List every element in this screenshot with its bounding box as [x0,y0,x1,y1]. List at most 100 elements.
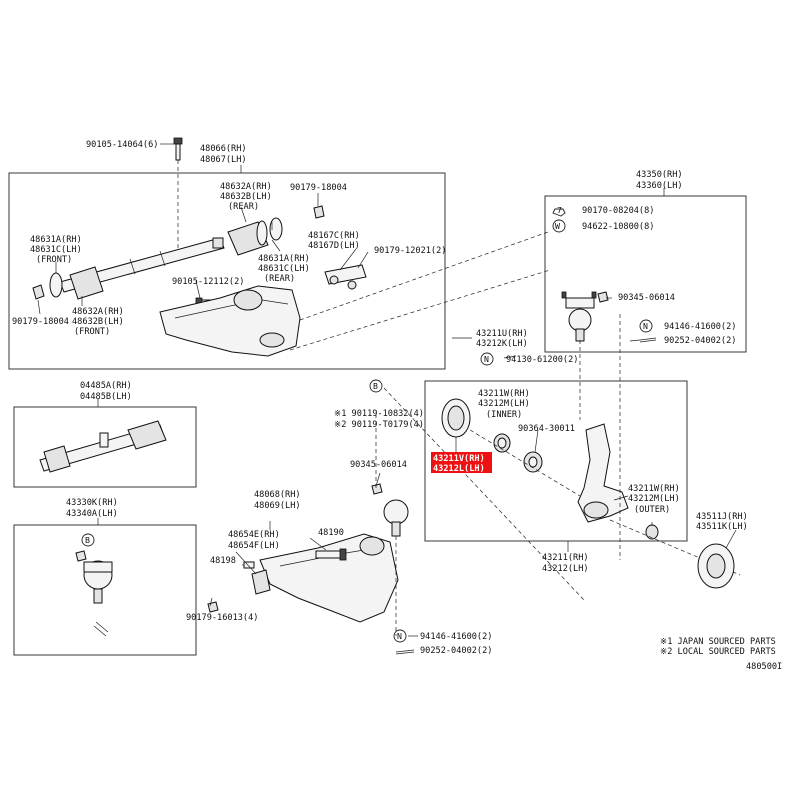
label-hub-rh: 43511J(RH) [696,512,748,522]
label-brg-inner-lh: 43212M(LH) [478,399,530,409]
label-note2: ※2 LOCAL SOURCED PARTS [660,647,776,657]
lower-ball-stud-part [371,483,409,537]
label-seal-rh: 43211V(RH) [433,454,485,464]
svg-text:B: B [85,535,90,545]
label-brg-outer-rh: 43211W(RH) [628,484,680,494]
label-outer: (OUTER) [634,505,670,515]
upper-ball-joint-box [544,195,747,353]
label-brg-outer-lh: 43212M(LH) [628,494,680,504]
ref-n1-symbol: N [639,319,653,333]
label-shaft-asm-lh: 04485B(LH) [80,392,132,402]
label-bush-48190: 48190 [318,528,344,538]
label-shaft-rh: 48631A(RH) [30,235,82,245]
label-bj-lower-rh: 43330K(RH) [66,498,118,508]
label-rear1: (REAR) [228,202,259,212]
ref-n2-symbol: N [480,352,494,366]
label-shaft2-lh: 48631C(LH) [258,264,310,274]
bearing-30011-part [523,451,543,473]
label-nut-06014-b: 90345-06014 [350,460,407,470]
label-brg-inner-rh: 43211W(RH) [478,389,530,399]
label-low-bush-rh: 48654E(RH) [228,530,280,540]
label-cotter-41600-b: 94146-41600(2) [420,632,492,642]
nut-18004-part [313,205,325,219]
label-hub-lh: 43511K(LH) [696,522,748,532]
label-bush-rear-rh: 48632A(RH) [220,182,272,192]
rear-bush-part [227,220,269,256]
label-pin-04002-b: 90252-04002(2) [420,646,492,656]
bolt-top-part [173,137,183,161]
label-bolt-top: 90105-14064(6) [86,140,158,150]
leader-lines [37,143,737,637]
outer-bearing-part [645,524,659,540]
ref-b1-symbol: B [369,379,383,393]
label-front1: (FRONT) [36,255,72,265]
label-nut-61200: 94130-61200(2) [506,355,578,365]
oil-seal-part [441,398,471,438]
label-washer-10800: 94622-10800(8) [582,222,654,232]
part-labels: 90105-14064(6) 48066(RH) 48067(LH) 48632… [12,140,782,672]
upper-ball-joint-part [561,291,597,342]
knuckle-box [424,380,688,542]
label-knuckle-lh: 43212(LH) [542,564,589,574]
label-note1: ※1 JAPAN SOURCED PARTS [660,637,776,647]
label-plug-rh: 43211U(RH) [476,329,528,339]
label-bolt-08204: 90170-08204(8) [582,206,654,216]
bush-48190-part [315,548,347,561]
label-low-arm-lh: 48069(LH) [254,501,301,511]
label-bush-48198: 48198 [210,556,236,566]
cam-part [324,264,367,290]
label-rear2: (REAR) [264,274,295,284]
svg-text:B: B [373,381,378,391]
nut-16013-part [207,601,219,613]
svg-text:N: N [643,321,648,331]
highlight-box [431,452,492,473]
svg-text:7: 7 [557,205,562,215]
lower-bush-part [251,569,271,595]
upper-shaft-part [59,237,225,293]
label-low-bush-lh: 48654F(LH) [228,541,280,551]
lower-arm-body [259,533,399,623]
label-arm-rh: 48066(RH) [200,144,247,154]
label-arm-lh: 48067(LH) [200,155,247,165]
svg-text:W: W [555,221,560,231]
label-low-arm-rh: 48068(RH) [254,490,301,500]
washer-part [269,217,283,241]
svg-text:N: N [397,631,402,641]
label-seal-lh: 43212L(LH) [433,464,485,474]
upper-arm-body [159,285,301,357]
nut-06014-a-part [597,291,609,303]
knuckle-part [577,423,629,523]
label-nut-16013: 90179-16013(4) [186,613,258,623]
label-cotter-41600-a: 94146-41600(2) [664,322,736,332]
label-nut-12021: 90179-12021(2) [374,246,446,256]
label-cam-rh: 48167C(RH) [308,231,360,241]
label-bush-front-rh: 48632A(RH) [72,307,124,317]
label-front2: (FRONT) [74,327,110,337]
label-bj-upper-rh: 43350(RH) [636,170,683,180]
ref-w-symbol: W [552,219,566,233]
front-bush-part [49,266,104,300]
shaft-assembly-box [13,406,197,488]
label-bearing-30011: 90364-30011 [518,424,575,434]
label-inner: (INNER) [486,410,522,420]
label-nut-18004-left: 90179-18004 [12,317,69,327]
ref-n3-symbol: N [393,629,407,643]
ref-7-symbol: 7 [552,205,566,217]
svg-text:N: N [484,354,489,364]
label-plug-lh: 43212K(LH) [476,339,528,349]
label-bolt-12112: 90105-12112(2) [172,277,244,287]
label-cam-lh: 48167D(LH) [308,241,360,251]
label-bj-lower-lh: 43340A(LH) [66,509,118,519]
nut-left-part [32,284,45,300]
inner-bearing-part [493,433,511,453]
label-shaft-lh: 48631C(LH) [30,245,82,255]
label-nut-18004-top: 90179-18004 [290,183,347,193]
label-bj-upper-lh: 43360(LH) [636,181,683,191]
label-shaft-asm-rh: 04485A(RH) [80,381,132,391]
label-nut-06014-a: 90345-06014 [618,293,675,303]
hub-part [697,543,735,589]
lower-ball-joint-part [75,550,113,637]
label-bolt-t0179: ※2 90119-T0179(4) [334,420,424,430]
shaft-assembly-part [39,420,167,473]
